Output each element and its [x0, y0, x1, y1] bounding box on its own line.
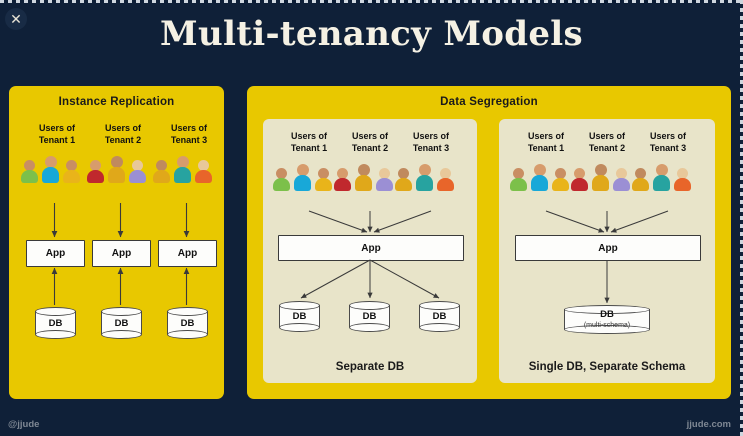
app-box: App [158, 240, 217, 267]
db-cylinder-multi-schema: DB (multi-schema) [564, 305, 650, 334]
person-icon [355, 164, 372, 191]
people-icon [21, 149, 93, 183]
person-icon [416, 164, 433, 191]
person-icon [273, 168, 290, 191]
people-icon [632, 157, 704, 191]
tenant-label: Users of Tenant 3 [170, 123, 208, 145]
panel-title-instance-replication: Instance Replication [58, 96, 175, 108]
panel-title-data-segregation: Data Segregation [440, 96, 538, 108]
subpanel-caption-separate-db: Separate DB [335, 361, 405, 373]
person-icon [437, 168, 454, 191]
db-label: DB [180, 317, 195, 329]
db-cylinder: DB [35, 307, 76, 339]
db-label: DB [48, 317, 63, 329]
tenant-group-1: Users of Tenant 1 [273, 131, 345, 191]
app-box: App [278, 235, 464, 261]
person-icon [87, 160, 104, 183]
window-edge-top [0, 0, 743, 3]
people-icon [395, 157, 467, 191]
tenant-label: Users of Tenant 2 [104, 123, 142, 145]
tenant-group-2: Users of Tenant 2 [571, 131, 643, 191]
person-icon [63, 160, 80, 183]
app-box: App [92, 240, 151, 267]
tenant-group-3: Users of Tenant 3 [632, 131, 704, 191]
app-box: App [515, 235, 701, 261]
person-icon [294, 164, 311, 191]
people-icon [87, 149, 159, 183]
db-cylinder: DB [349, 301, 390, 332]
person-icon [571, 168, 588, 191]
tenant-label: Users of Tenant 2 [588, 131, 626, 153]
db-cylinder: DB [167, 307, 208, 339]
db-label: DB [432, 311, 447, 322]
person-icon [153, 160, 170, 183]
panel-data-segregation: Data Segregation Users of Tenant 1 Users… [247, 86, 731, 399]
people-icon [571, 157, 643, 191]
tenant-label: Users of Tenant 3 [412, 131, 450, 153]
person-icon [174, 156, 191, 183]
tenant-label: Users of Tenant 2 [351, 131, 389, 153]
panel-instance-replication: Instance Replication Users of Tenant 1 U… [9, 86, 224, 399]
window-edge-right [740, 0, 743, 436]
db-label: DB [362, 311, 377, 322]
person-icon [674, 168, 691, 191]
person-icon [653, 164, 670, 191]
person-icon [632, 168, 649, 191]
person-icon [21, 160, 38, 183]
tenant-group-3: Users of Tenant 3 [395, 131, 467, 191]
db-label: DB [600, 308, 614, 320]
person-icon [552, 168, 569, 191]
people-icon [334, 157, 406, 191]
tenant-label: Users of Tenant 3 [649, 131, 687, 153]
app-box: App [26, 240, 85, 267]
db-label: DB [114, 317, 129, 329]
page-title: Multi-tenancy Models [160, 14, 583, 54]
person-icon [531, 164, 548, 191]
person-icon [195, 160, 212, 183]
db-sublabel: (multi-schema) [583, 321, 631, 329]
tenant-label: Users of Tenant 1 [38, 123, 76, 145]
person-icon [108, 156, 125, 183]
tenant-label: Users of Tenant 1 [290, 131, 328, 153]
tenant-group-2: Users of Tenant 2 [334, 131, 406, 191]
tenant-label: Users of Tenant 1 [527, 131, 565, 153]
person-icon [395, 168, 412, 191]
subpanel-single-db-separate-schema: Users of Tenant 1 Users of Tenant 2 User… [499, 119, 715, 383]
subpanel-separate-db: Users of Tenant 1 Users of Tenant 2 User… [263, 119, 477, 383]
person-icon [510, 168, 527, 191]
footer-site: jjude.com [686, 419, 731, 430]
tenant-group-3: Users of Tenant 3 [153, 123, 225, 183]
person-icon [315, 168, 332, 191]
tenant-group-1: Users of Tenant 1 [510, 131, 582, 191]
footer-handle: @jjude [8, 419, 40, 430]
people-icon [273, 157, 345, 191]
person-icon [613, 168, 630, 191]
close-icon[interactable]: ✕ [5, 8, 27, 30]
db-cylinder: DB [101, 307, 142, 339]
person-icon [129, 160, 146, 183]
person-icon [592, 164, 609, 191]
person-icon [376, 168, 393, 191]
db-cylinder: DB [419, 301, 460, 332]
db-cylinder: DB [279, 301, 320, 332]
tenant-group-2: Users of Tenant 2 [87, 123, 159, 183]
subpanel-caption-single-db: Single DB, Separate Schema [528, 361, 686, 373]
people-icon [153, 149, 225, 183]
person-icon [334, 168, 351, 191]
people-icon [510, 157, 582, 191]
db-label: DB [292, 311, 307, 322]
tenant-group-1: Users of Tenant 1 [21, 123, 93, 183]
person-icon [42, 156, 59, 183]
